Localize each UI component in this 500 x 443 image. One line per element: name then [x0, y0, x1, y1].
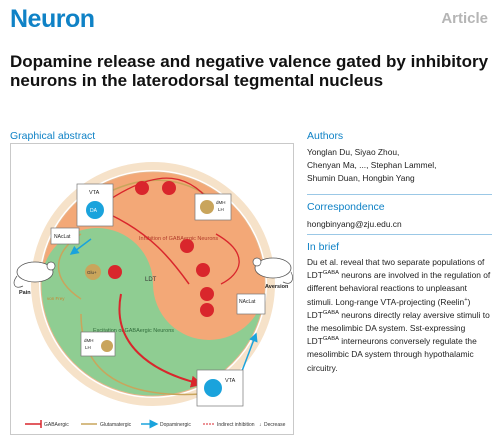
gaba-inhibitory-line: [108, 213, 190, 285]
in-brief-sup: GABA: [322, 310, 339, 317]
gaba-neuron-7: [108, 265, 122, 279]
lh-top-label: LH: [218, 207, 224, 212]
nacc-bottom-label: NAcLat: [239, 299, 256, 305]
dmh-left-label: dMH: [84, 338, 94, 343]
journal-logo: Neuron: [10, 5, 95, 33]
glu-projection-bottom: [80, 313, 202, 396]
in-brief-sup: GABA: [322, 336, 339, 343]
graphical-abstract-figure: Inhibition of GABAergic Neurons Excitati…: [10, 143, 294, 435]
legend-decrease: Decrease: [264, 422, 286, 428]
glu-neuron-center: [85, 264, 101, 280]
in-brief-sup: GABA: [322, 270, 339, 277]
in-brief-seg: interneurons conversely regulate the mes…: [307, 336, 477, 373]
article-type-label: Article: [441, 10, 488, 27]
da-label-top: DA: [90, 208, 98, 214]
da-neuron-top: [86, 201, 104, 219]
author-line: Shumin Duan, Hongbin Yang: [307, 173, 415, 184]
pain-label: Pain: [19, 290, 31, 296]
in-brief-seg: neurons directly relay aversive stimuli …: [307, 309, 490, 347]
glu-label-center: Glu+: [87, 270, 97, 275]
author-line: Yonglan Du, Siyao Zhou,: [307, 147, 400, 157]
authors-heading: Authors: [307, 130, 344, 142]
in-brief-sup: +: [464, 296, 468, 303]
article-title: Dopamine release and negative valence ga…: [10, 52, 489, 90]
graphical-abstract-heading: Graphical abstract: [10, 130, 96, 142]
glu-neuron-left: [101, 340, 113, 352]
gaba-neuron-5: [200, 287, 214, 301]
in-brief-text: Du et al. reveal that two separate popul…: [307, 256, 492, 375]
lh-left-label: LH: [85, 345, 91, 350]
legend-indirect: Indirect inhibition: [217, 422, 255, 428]
gaba-neuron-4: [196, 263, 210, 277]
gaba-neuron-3: [180, 239, 194, 253]
outer-ring: [31, 162, 275, 406]
authors-list: Yonglan Du, Siyao Zhou, Chenyan Ma, ...,…: [307, 146, 492, 186]
nacc-top-label: NAcLat: [54, 234, 71, 240]
inhibition-caption: Inhibition of GABAergic Neurons: [139, 236, 218, 242]
correspondence-email[interactable]: hongbinyang@zju.edu.cn: [307, 219, 402, 229]
nacc-bottom-box: [236, 293, 266, 315]
graphical-abstract-diagram: Inhibition of GABAergic Neurons Excitati…: [13, 162, 293, 429]
ldt-label: LDT: [145, 277, 157, 283]
gaba-neuron-2: [162, 181, 176, 195]
in-brief-seg: Du et al. reveal that two separate popul…: [307, 257, 485, 281]
correspondence-heading: Correspondence: [307, 201, 385, 213]
legend-decrease-arrow: ↓: [259, 422, 262, 428]
mouse-left-icon: [13, 261, 56, 288]
legend-da: Dopaminergic: [160, 422, 191, 428]
von-frey-label: von Frey: [47, 296, 65, 301]
in-brief-heading: In brief: [307, 241, 340, 253]
gaba-projection-vta: [118, 293, 203, 388]
gaba-neuron-1: [135, 181, 149, 195]
legend-glu: Glutamatergic: [100, 422, 132, 428]
glu-neuron-top: [200, 200, 214, 214]
section-divider: [307, 234, 492, 235]
in-brief-seg: ) LDT: [307, 296, 471, 320]
section-divider: [307, 194, 492, 195]
gaba-neuron-6: [200, 303, 214, 317]
legend-gaba: GABAergic: [44, 422, 69, 428]
nacc-top-box: [50, 227, 80, 245]
in-brief-seg: neurons are involved in the regulation o…: [307, 270, 491, 307]
author-line: Chenyan Ma, ..., Stephan Lammel,: [307, 160, 437, 171]
vta-bottom-label: VTA: [225, 378, 236, 384]
legend: GABAergic Glutamatergic Dopaminergic Ind…: [25, 419, 286, 429]
dmh-left-box: [80, 331, 116, 357]
da-neuron-bottom: [204, 379, 222, 397]
dmh-top-label: dMH: [216, 200, 226, 205]
mouse-right-icon: [252, 257, 293, 284]
aversion-label: Aversion: [265, 284, 289, 290]
vta-top-label: VTA: [89, 190, 100, 196]
gaba-local-line: [215, 233, 240, 285]
da-projection-top: [69, 238, 92, 255]
excitation-caption: Excitation of GABAergic Neurons: [93, 328, 174, 334]
